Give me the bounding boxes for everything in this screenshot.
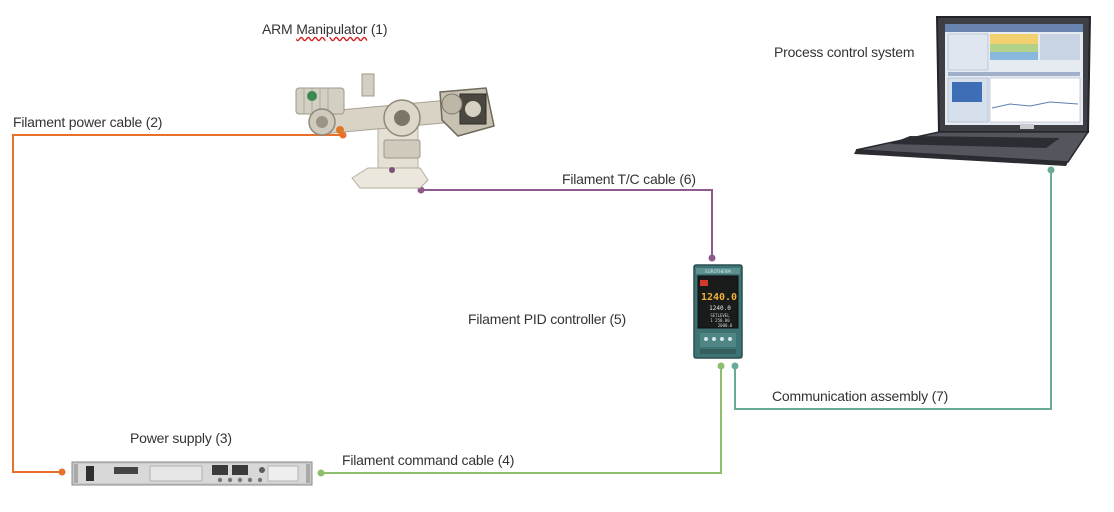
arm-manipulator-label: ARM Manipulator (1): [262, 21, 388, 37]
controller-brand: EUROTHERM: [705, 269, 731, 274]
filament-tc-cable-label: Filament T/C cable (6): [562, 171, 696, 187]
pid-controller-image: EUROTHERM 1240.0 1240.0 SETLEVEL 1 250.0…: [693, 264, 743, 359]
filament-tc-cable: [417, 186, 716, 262]
arm-manipulator-image: [295, 73, 495, 189]
filament-power-cable-label: Filament power cable (2): [13, 114, 163, 130]
arm-label-word: Manipulator: [296, 21, 368, 37]
filament-pid-controller-label: Filament PID controller (5): [468, 311, 626, 327]
controller-line-1: SETLEVEL: [710, 313, 730, 318]
controller-line-3: 2000.0: [718, 323, 733, 328]
power-supply-image: [71, 461, 313, 486]
controller-sub-value: 1240.0: [709, 305, 731, 312]
communication-assembly-cable: [731, 166, 1055, 410]
filament-command-cable-label: Filament command cable (4): [342, 452, 515, 468]
controller-line-2: 1 250.00: [710, 318, 730, 323]
power-supply-label: Power supply (3): [130, 430, 232, 446]
filament-command-cable: [317, 362, 725, 477]
filament-power-cable: [12, 131, 347, 476]
laptop-image: [854, 16, 1092, 166]
controller-main-value: 1240.0: [701, 292, 737, 303]
process-control-system-label: Process control system: [774, 44, 915, 60]
arm-label-suffix: (1): [367, 21, 388, 37]
arm-label-prefix: ARM: [262, 21, 297, 37]
communication-assembly-label: Communication assembly (7): [772, 388, 949, 404]
